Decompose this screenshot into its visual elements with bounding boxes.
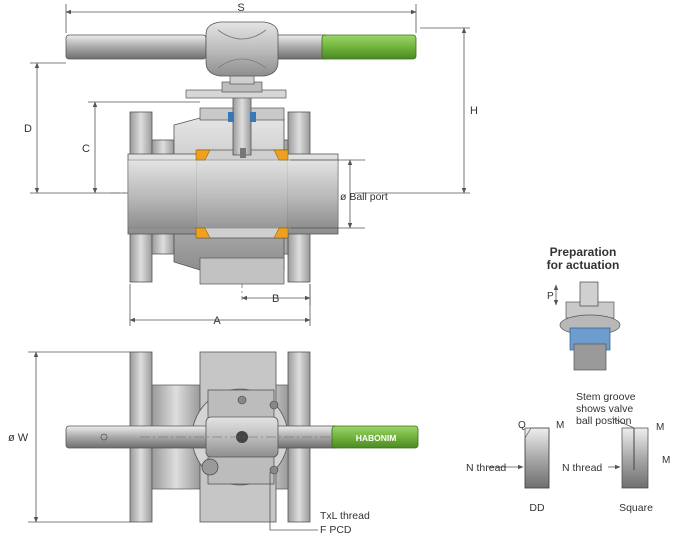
dimension-h xyxy=(355,27,470,194)
dimension-ball-port-label: ø Ball port xyxy=(340,191,388,203)
actuation-detail: Preparation for actuation P xyxy=(547,245,621,371)
top-view: ø W HABONIM TxL thread F PCD xyxy=(8,351,419,536)
dimension-w-label: ø W xyxy=(8,432,29,444)
dimension-p-label: P xyxy=(547,291,554,302)
square-label: Square xyxy=(619,502,653,514)
handle-bar-top xyxy=(65,425,209,449)
bolt-hole-4 xyxy=(201,458,219,476)
handle-bar-mid xyxy=(275,34,327,60)
n-thread-right-label: N thread xyxy=(562,462,602,474)
handle-hub xyxy=(205,21,279,77)
dimension-s-label: S xyxy=(237,2,244,14)
square-stem xyxy=(621,427,649,489)
seat-bottom-right xyxy=(273,227,289,239)
fpcd-leader xyxy=(269,472,318,531)
handle-grip-top-green xyxy=(331,425,419,449)
ball-port-bore xyxy=(127,159,339,229)
dim-m2-label: M xyxy=(656,422,664,433)
txl-thread-label: TxL thread xyxy=(320,510,370,522)
handle-hole xyxy=(100,433,108,441)
dim-q-label: Q xyxy=(518,420,526,431)
side-view: S H D C xyxy=(24,2,478,327)
actuation-stem-square xyxy=(579,281,599,307)
dim-m3-label: M xyxy=(662,455,670,466)
dimension-c-label: C xyxy=(82,143,90,155)
actuation-title-line2: for actuation xyxy=(547,258,620,272)
dimension-b-label: B xyxy=(272,293,279,305)
n-thread-left-label: N thread xyxy=(466,462,506,474)
bottom-body xyxy=(199,257,285,285)
stem-seal-left xyxy=(228,112,234,122)
dimension-d xyxy=(30,62,130,194)
bolt-hole-3 xyxy=(269,465,279,475)
seat-top-left xyxy=(195,149,211,161)
dimension-c xyxy=(88,101,200,194)
dd-stem-flat xyxy=(524,427,550,489)
stem-groove-line1: Stem groove xyxy=(576,391,636,403)
stem-tip xyxy=(240,148,246,158)
handle-bar-left xyxy=(65,34,207,60)
dimension-b xyxy=(241,284,311,305)
dimension-d-label: D xyxy=(24,123,32,135)
handle-hub-contour xyxy=(217,29,267,69)
stem xyxy=(232,94,252,156)
dimension-s xyxy=(65,4,417,33)
seat-bottom-left xyxy=(195,227,211,239)
dimension-a-label: A xyxy=(213,315,221,327)
actuation-lower-body xyxy=(573,343,607,371)
dim-m1-label: M xyxy=(556,420,564,431)
bolt-hole-1 xyxy=(237,395,247,405)
bolt-hole-2 xyxy=(269,400,279,410)
dd-stem xyxy=(524,427,550,489)
dd-label: DD xyxy=(529,502,545,514)
stem-groove-line2: shows valve xyxy=(576,403,633,415)
dimension-h-label: H xyxy=(470,105,478,117)
dimension-ball-port xyxy=(290,159,365,229)
seat-top-right xyxy=(273,149,289,161)
stem-seal-right xyxy=(250,112,256,122)
brand-label: HABONIM xyxy=(356,433,397,443)
groove-leader xyxy=(611,417,635,429)
fpcd-label: F PCD xyxy=(320,524,352,536)
stem-end-top xyxy=(236,431,248,443)
actuation-title-line1: Preparation xyxy=(550,245,617,259)
dimension-w xyxy=(28,351,130,523)
stem-groove-line3: ball position xyxy=(576,415,632,427)
handle-grip-green xyxy=(321,34,417,60)
stem-details: Stem groove shows valve ball position Q … xyxy=(466,391,670,514)
